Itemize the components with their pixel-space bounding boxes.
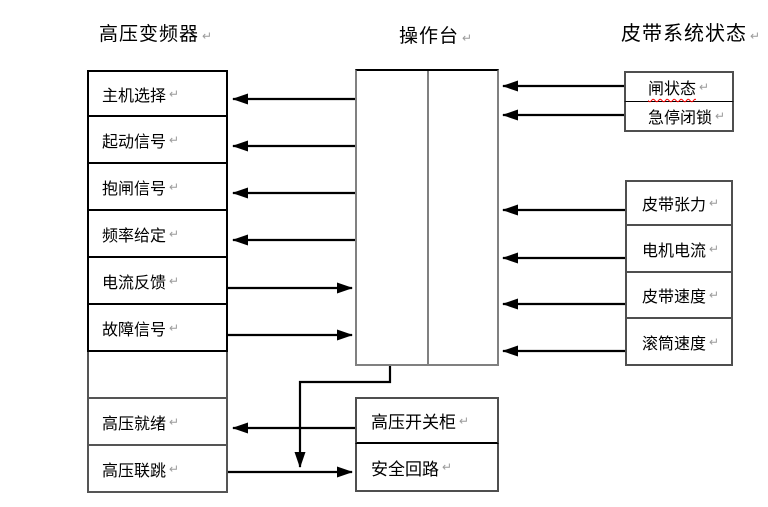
row-motor-current: 电机电流↵ <box>625 226 733 273</box>
title-belt-system-status-text: 皮带系统状态 <box>621 23 747 45</box>
row-current-feedback-label: 电流反馈 <box>102 274 167 292</box>
row-frequency-setpoint-label: 频率给定 <box>102 227 167 245</box>
row-hv-switchgear-label: 高压开关柜 <box>371 413 456 432</box>
return-mark-icon: ↵ <box>459 413 470 428</box>
row-hv-trip-interlock-label: 高压联跳 <box>102 462 167 480</box>
row-safety-circuit-label: 安全回路 <box>371 459 439 479</box>
row-gate-status: 闸状态↵ <box>624 71 734 102</box>
return-mark-icon: ↵ <box>462 31 474 45</box>
return-mark-icon: ↵ <box>169 179 180 194</box>
row-fault-signal-label: 故障信号 <box>102 321 167 339</box>
row-hv-ready-label: 高压就绪 <box>102 415 167 433</box>
row-drum-speed-label: 滚筒速度 <box>642 335 707 353</box>
return-mark-icon: ↵ <box>169 226 180 241</box>
row-hv-ready: 高压就绪↵ <box>87 399 228 446</box>
return-mark-icon: ↵ <box>709 288 720 302</box>
row-main-unit-select: 主机选择↵ <box>87 70 228 117</box>
return-mark-icon: ↵ <box>202 29 214 43</box>
row-motor-current-label: 电机电流 <box>642 242 707 260</box>
return-mark-icon: ↵ <box>709 196 720 210</box>
return-mark-icon: ↵ <box>709 241 720 256</box>
title-belt-system-status: 皮带系统状态↵ <box>621 17 761 46</box>
return-mark-icon: ↵ <box>169 461 180 476</box>
return-mark-icon: ↵ <box>169 273 180 288</box>
return-mark-icon: ↵ <box>715 109 726 123</box>
return-mark-icon: ↵ <box>169 414 180 429</box>
row-belt-tension: 皮带张力↵ <box>625 180 733 226</box>
row-hv-trip-interlock: 高压联跳↵ <box>87 446 228 493</box>
title-hv-inverter: 高压变频器↵ <box>99 19 213 46</box>
return-mark-icon: ↵ <box>750 29 762 43</box>
row-belt-speed: 皮带速度↵ <box>625 273 733 319</box>
row-current-feedback: 电流反馈↵ <box>87 258 228 305</box>
row-safety-circuit: 安全回路↵ <box>355 444 499 492</box>
row-frequency-setpoint: 频率给定↵ <box>87 211 228 258</box>
row-fault-signal: 故障信号↵ <box>87 305 228 352</box>
return-mark-icon: ↵ <box>699 80 710 94</box>
row-start-signal-label: 起动信号 <box>102 133 167 151</box>
row-hv-switchgear: 高压开关柜↵ <box>355 397 499 444</box>
row-brake-signal: 抱闸信号↵ <box>87 164 228 211</box>
row-estop-lock-label: 急停闭锁 <box>648 110 713 127</box>
row-start-signal: 起动信号↵ <box>87 117 228 164</box>
row-brake-signal-label: 抱闸信号 <box>102 180 167 198</box>
row-main-unit-select-label: 主机选择 <box>102 87 167 105</box>
return-mark-icon: ↵ <box>169 86 180 101</box>
row-gate-status-label: 闸状态 <box>648 81 697 98</box>
return-mark-icon: ↵ <box>169 320 180 335</box>
operator-console-divider <box>427 71 429 364</box>
title-operator-console-text: 操作台 <box>399 26 460 47</box>
row-estop-lock: 急停闭锁↵ <box>624 102 734 132</box>
title-hv-inverter-text: 高压变频器 <box>99 24 200 45</box>
return-mark-icon: ↵ <box>442 460 453 474</box>
row-drum-speed: 滚筒速度↵ <box>625 319 733 366</box>
title-operator-console: 操作台↵ <box>399 21 473 48</box>
operator-console-box <box>355 69 499 366</box>
row-belt-tension-label: 皮带张力 <box>642 197 707 214</box>
return-mark-icon: ↵ <box>709 334 720 349</box>
row-belt-speed-label: 皮带速度 <box>642 289 707 306</box>
row-empty <box>87 352 228 399</box>
return-mark-icon: ↵ <box>169 132 180 147</box>
